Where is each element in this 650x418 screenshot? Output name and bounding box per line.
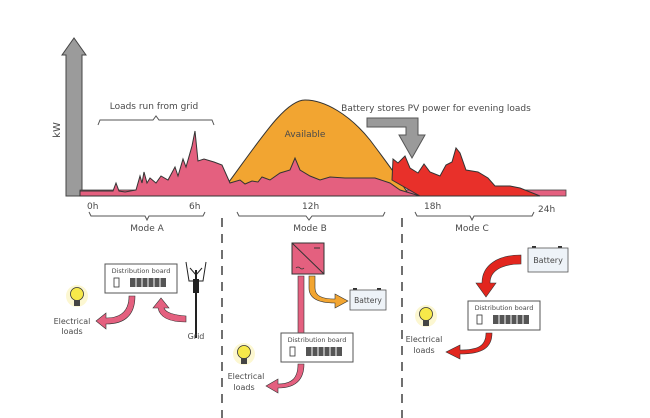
mode-a-grid-arrow [152, 297, 187, 323]
mode-a-bulb-icon [66, 285, 88, 307]
mode-b-distribution-board: Distribution board [280, 332, 354, 363]
svg-text:Distribution board: Distribution board [475, 304, 534, 312]
grid-loads-annotation: Loads run from grid [110, 102, 199, 112]
svg-text:Distribution board: Distribution board [288, 336, 347, 344]
tick-24h: 24h [538, 205, 555, 215]
mode-a-label: Mode A [130, 224, 164, 234]
mode-c-label: Mode C [455, 224, 489, 234]
mode-a-loads-label-1: Electrical [54, 317, 91, 326]
tick-18h: 18h [424, 202, 441, 212]
storage-arrow [366, 117, 426, 160]
mode-c-brace [414, 211, 535, 222]
mode-c-bulb-icon [415, 305, 437, 327]
mode-b-loads-label-1: Electrical [228, 372, 265, 381]
inverter-icon [291, 242, 325, 275]
mode-b-brace [236, 211, 386, 221]
mode-b-battery-icon: Battery [349, 288, 387, 311]
mode-c-loads-label-1: Electrical [406, 335, 443, 344]
battery-discharge-area [391, 146, 541, 197]
mode-b-board-to-loads-arrow [265, 363, 305, 394]
mode-a-loads-label-2: loads [61, 327, 82, 336]
svg-text:Battery: Battery [354, 296, 382, 305]
grid-pylon-icon [185, 261, 207, 338]
mode-b-pv-to-battery-arrow [308, 275, 349, 309]
y-axis-label: kW [52, 122, 63, 138]
svg-text:Distribution board: Distribution board [112, 267, 171, 275]
mode-c-battery-icon: Battery [527, 246, 569, 273]
mode-b-inverter-to-board-arrow [297, 275, 305, 334]
grid-label: Grid [188, 332, 205, 341]
tick-6h: 6h [189, 202, 200, 212]
mode-a-brace [88, 211, 206, 222]
mode-c-battery-to-board-arrow [475, 254, 522, 298]
mode-b-loads-label-2: loads [233, 383, 254, 392]
load-area [79, 130, 421, 197]
mode-a-distribution-board: Distribution board [104, 263, 178, 294]
tick-0h: 0h [87, 202, 98, 212]
mode-b-bulb-icon [233, 343, 255, 365]
svg-text:Battery: Battery [533, 256, 563, 265]
grid-loads-brace [97, 115, 215, 126]
mode-c-board-to-loads-arrow [445, 332, 493, 360]
available-label: Available [285, 130, 326, 140]
mode-c-distribution-board: Distribution board [467, 300, 541, 331]
y-axis-arrow [61, 37, 87, 197]
mode-c-loads-label-2: loads [413, 346, 434, 355]
mode-a-load-arrow [95, 295, 136, 330]
tick-12h: 12h [302, 202, 319, 212]
battery-stores-annotation: Battery stores PV power for evening load… [341, 104, 531, 114]
mode-b-label: Mode B [293, 224, 327, 234]
